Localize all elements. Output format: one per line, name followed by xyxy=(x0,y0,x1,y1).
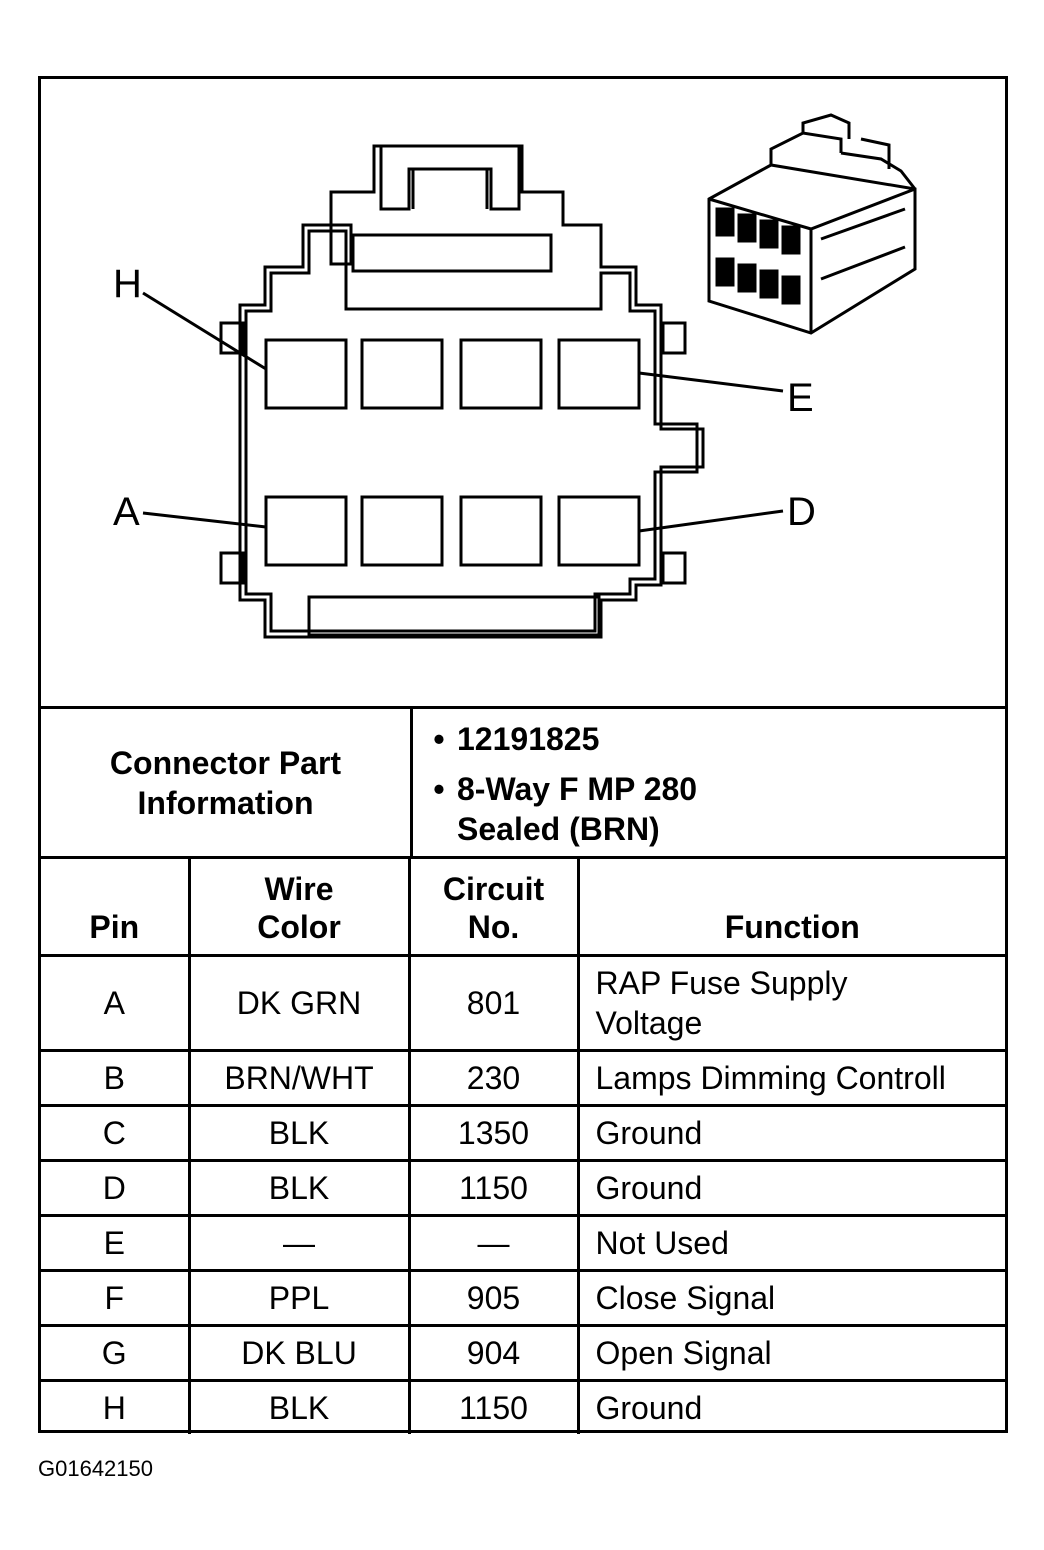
description-line2: Sealed (BRN) xyxy=(457,811,660,847)
wire-color-cell: BLK xyxy=(187,1159,411,1217)
bullet-icon: • xyxy=(433,721,445,757)
circuit-cell: — xyxy=(407,1214,580,1272)
header-pin: Pin xyxy=(41,856,191,957)
circuit-cell: 904 xyxy=(407,1324,580,1382)
table-row: D BLK 1150 Ground xyxy=(41,1159,1005,1217)
function-cell: Not Used xyxy=(576,1214,1005,1272)
pin-table: Pin Wire Color Circuit No. Function A DK… xyxy=(41,856,1005,1434)
circuit-cell: 1150 xyxy=(407,1159,580,1217)
pin-cell: F xyxy=(41,1269,191,1327)
function-cell: Close Signal xyxy=(576,1269,1005,1327)
pin-cell: D xyxy=(41,1159,191,1217)
function-cell: Open Signal xyxy=(576,1324,1005,1382)
table-row: H BLK 1150 Ground xyxy=(41,1379,1005,1434)
function-cell: Ground xyxy=(576,1104,1005,1162)
function-cell: Ground xyxy=(576,1379,1005,1434)
info-item-description: • 8-Way F MP 280 Sealed (BRN) xyxy=(421,769,995,849)
header-function: Function xyxy=(576,856,1005,957)
wire-color-cell: DK GRN xyxy=(187,954,411,1052)
table-header-row: Pin Wire Color Circuit No. Function xyxy=(41,856,1005,957)
info-list: • 12191825 • 8-Way F MP 280 Sealed (BRN) xyxy=(421,719,995,849)
circuit-cell: 801 xyxy=(407,954,580,1052)
header-circuit-no: Circuit No. xyxy=(407,856,580,957)
connector-face-icon: H E A D xyxy=(113,113,917,639)
table-row: F PPL 905 Close Signal xyxy=(41,1269,1005,1327)
bullet-icon: • xyxy=(433,771,445,807)
table-row: E — — Not Used xyxy=(41,1214,1005,1272)
pin-cell: G xyxy=(41,1324,191,1382)
connector-drawing: H E A D xyxy=(41,79,1005,706)
table-row: C BLK 1350 Ground xyxy=(41,1104,1005,1162)
circuit-cell: 1150 xyxy=(407,1379,580,1434)
function-cell: RAP Fuse Supply Voltage xyxy=(576,954,1005,1052)
connector-figure-frame: H E A D xyxy=(38,76,1008,1434)
circuit-cell: 905 xyxy=(407,1269,580,1327)
wire-color-cell: DK BLU xyxy=(187,1324,411,1382)
figure-id: G01642150 xyxy=(38,1456,153,1481)
pin-cell: H xyxy=(41,1379,191,1434)
function-cell: Lamps Dimming Controll xyxy=(576,1049,1005,1107)
wire-color-cell: BLK xyxy=(187,1104,411,1162)
info-item-part-number: • 12191825 xyxy=(421,719,995,759)
pin-cell: B xyxy=(41,1049,191,1107)
pin-label-a: A xyxy=(113,490,140,534)
pin-cell: E xyxy=(41,1214,191,1272)
info-label-line1: Connector Part xyxy=(109,744,342,781)
wire-color-cell: BLK xyxy=(187,1379,411,1434)
table-row: G DK BLU 904 Open Signal xyxy=(41,1324,1005,1382)
function-cell: Ground xyxy=(576,1159,1005,1217)
pin-cell: A xyxy=(41,954,191,1052)
table-row: A DK GRN 801 RAP Fuse Supply Voltage xyxy=(41,954,1005,1052)
wire-color-cell: BRN/WHT xyxy=(187,1049,411,1107)
pin-label-e: E xyxy=(787,376,814,420)
circuit-cell: 1350 xyxy=(407,1104,580,1162)
part-number: 12191825 xyxy=(457,721,600,757)
wire-color-cell: PPL xyxy=(187,1269,411,1327)
info-label-line2: Information xyxy=(137,784,314,821)
wire-color-cell: — xyxy=(187,1214,411,1272)
circuit-cell: 230 xyxy=(407,1049,580,1107)
connector-part-info: Connector Part Information • 12191825 • … xyxy=(41,706,1005,859)
header-wire-color: Wire Color xyxy=(187,856,411,957)
pin-label-h: H xyxy=(113,262,142,306)
pin-label-d: D xyxy=(787,490,816,534)
table-row: B BRN/WHT 230 Lamps Dimming Controll xyxy=(41,1049,1005,1107)
description-line1: 8-Way F MP 280 xyxy=(457,771,698,807)
pin-cell: C xyxy=(41,1104,191,1162)
info-label: Connector Part Information xyxy=(41,709,413,856)
connector-isometric-icon xyxy=(707,113,917,335)
